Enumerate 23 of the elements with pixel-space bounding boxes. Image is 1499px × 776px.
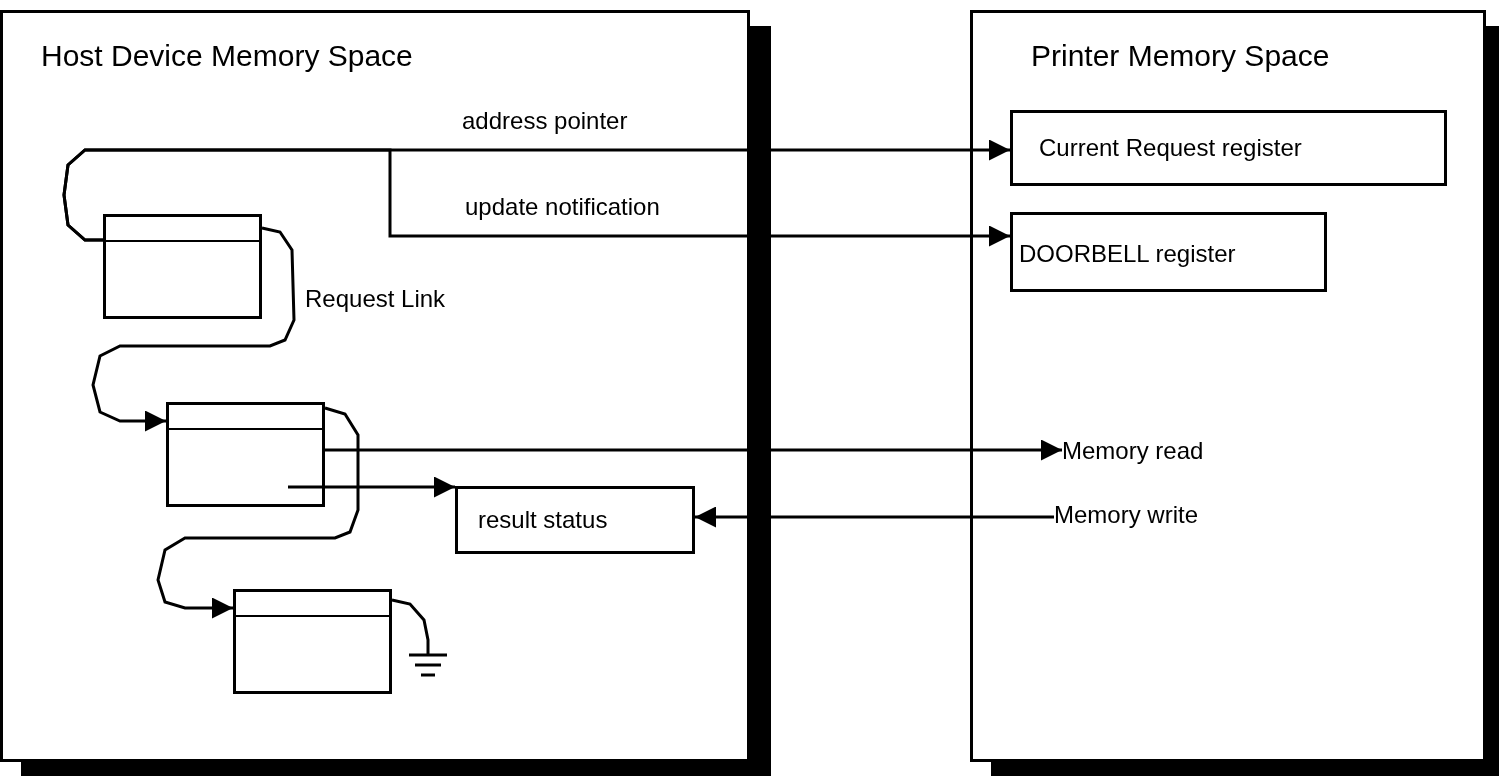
ground-symbol-icon — [409, 653, 447, 679]
request-block — [103, 214, 262, 319]
arrow — [156, 406, 360, 619]
request-block — [233, 589, 392, 694]
register-box — [455, 486, 695, 554]
register-box — [1010, 110, 1447, 186]
signal-name: Memory read — [1062, 438, 1204, 465]
panel-title: Host Device Memory Space — [41, 39, 413, 72]
connector-line — [391, 598, 430, 655]
register-label: DOORBELL register — [1019, 241, 1236, 268]
arrow — [695, 506, 1054, 528]
register-label: Current Request register — [1039, 135, 1302, 162]
request-block — [166, 402, 325, 507]
register-box — [1010, 212, 1327, 292]
register-label: result status — [478, 507, 608, 534]
arrow — [325, 439, 1062, 461]
arrow — [288, 476, 455, 498]
edge-label: update notification — [465, 194, 660, 221]
panel-title: Printer Memory Space — [1031, 39, 1330, 72]
arrow — [91, 226, 296, 432]
edge-label: address pointer — [462, 108, 628, 135]
signal-name: Memory write — [1054, 502, 1198, 529]
edge-label: Request Link — [305, 286, 446, 313]
